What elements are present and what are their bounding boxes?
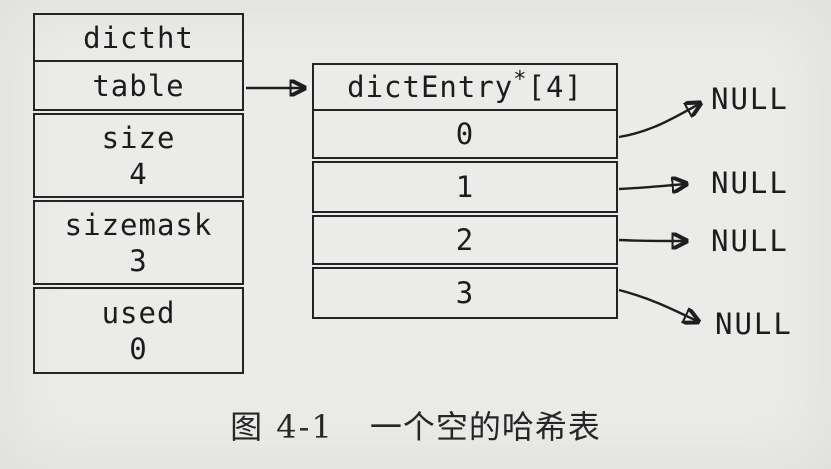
null-label-0: NULL — [711, 82, 789, 116]
struct-row-table: table — [33, 60, 244, 111]
arrow-slot0-to-null — [618, 104, 699, 139]
struct-row-label: dictht — [83, 20, 194, 55]
struct-row-label: used — [101, 295, 176, 330]
array-slot-index: 0 — [455, 117, 475, 151]
struct-row-value: 3 — [129, 243, 148, 278]
array-slot-3: 3 — [312, 267, 618, 319]
null-label-1: NULL — [711, 166, 789, 200]
array-slot-index: 2 — [455, 223, 475, 257]
arrow-slot1-to-null — [618, 184, 685, 189]
arrow-slot3-to-null — [618, 288, 697, 321]
figure-title: 一个空的哈希表 — [369, 408, 601, 446]
struct-row-value: 0 — [129, 331, 148, 366]
pointer-asterisk: * — [513, 67, 528, 93]
struct-row-dictht: dictht — [33, 13, 244, 62]
array-header-label: dictEntry*[4] — [347, 67, 583, 104]
figure-caption: 图 4-1 一个空的哈希表 — [0, 402, 831, 448]
null-label-3: NULL — [715, 307, 793, 341]
array-slot-0: 0 — [312, 109, 618, 159]
struct-row-label: table — [92, 68, 185, 103]
arrow-slot2-to-null — [618, 240, 685, 241]
array-slot-1: 1 — [312, 161, 618, 213]
struct-row-used: used 0 — [33, 287, 244, 374]
dictht-struct-box: dictht table size 4 sizemask 3 used 0 — [33, 13, 244, 374]
array-slot-index: 3 — [455, 276, 475, 310]
struct-row-size: size 4 — [33, 113, 244, 198]
struct-row-value: 4 — [129, 156, 148, 191]
array-header: dictEntry*[4] — [312, 63, 618, 111]
array-slot-2: 2 — [312, 215, 618, 265]
dictentry-array-box: dictEntry*[4] 0 1 2 3 — [312, 63, 618, 319]
struct-row-label: size — [101, 120, 176, 155]
struct-row-label: sizemask — [64, 207, 213, 242]
array-slot-index: 1 — [455, 170, 475, 204]
null-label-2: NULL — [711, 224, 789, 258]
figure-number: 图 4-1 — [230, 408, 334, 446]
struct-row-sizemask: sizemask 3 — [33, 200, 244, 285]
